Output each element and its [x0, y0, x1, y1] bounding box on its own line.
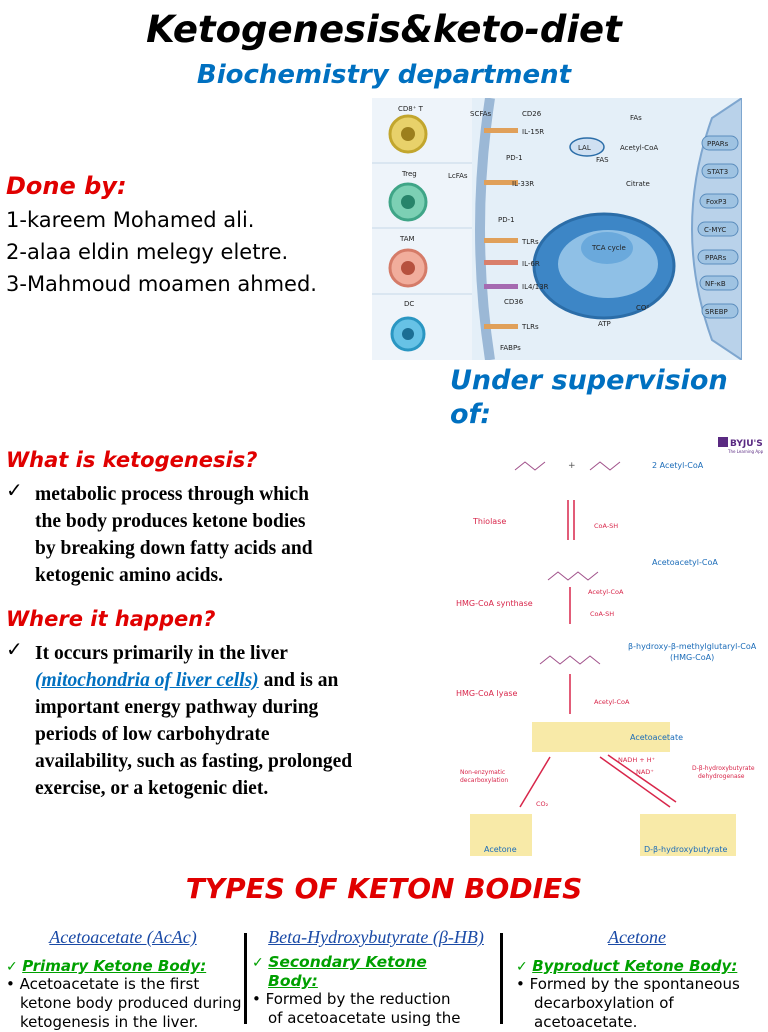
svg-text:PPARs: PPARs	[707, 140, 729, 148]
svg-text:ATP: ATP	[598, 320, 611, 328]
svg-text:CD8⁺ T: CD8⁺ T	[398, 105, 424, 113]
svg-text:FoxP3: FoxP3	[706, 198, 727, 206]
column-divider	[500, 933, 503, 1024]
svg-text:TAM: TAM	[399, 235, 415, 243]
col-acetoacetate-head: Acetoacetate (AcAc)	[49, 927, 197, 947]
page-title: Ketogenesis&keto-diet	[146, 8, 622, 51]
check-icon: ✓	[6, 478, 23, 502]
svg-text:PPARs: PPARs	[705, 254, 727, 262]
check-icon: ✓	[6, 637, 23, 661]
check-icon: ✓	[6, 959, 23, 975]
svg-text:decarboxylation: decarboxylation	[460, 777, 508, 784]
svg-text:D-β-hydroxybutyrate: D-β-hydroxybutyrate	[644, 845, 728, 854]
svg-text:CO₂: CO₂	[536, 800, 549, 808]
svg-text:TLRs: TLRs	[521, 323, 539, 331]
svg-text:FAS: FAS	[596, 156, 609, 164]
svg-text:CoA-SH: CoA-SH	[590, 610, 614, 618]
col-acetone-head: Acetone	[608, 927, 666, 947]
where-answer: It occurs primarily in the liver (mitoch…	[35, 643, 353, 799]
svg-text:PD-1: PD-1	[506, 154, 523, 162]
svg-text:CO²: CO²	[636, 304, 649, 312]
immune-cell-metabolism-figure: CD8⁺ T Treg TAM DC SCFAs LcFAs CD26 IL-1…	[372, 96, 743, 362]
svg-text:Acetoacetyl-CoA: Acetoacetyl-CoA	[652, 558, 718, 567]
column-divider	[244, 933, 247, 1024]
page-subtitle: Biochemistry department	[196, 60, 572, 90]
svg-text:CoA-SH: CoA-SH	[594, 522, 618, 530]
svg-text:NF-κB: NF-κB	[705, 280, 726, 288]
svg-text:LAL: LAL	[578, 144, 591, 152]
svg-text:β-hydroxy-β-methylglutaryl-CoA: β-hydroxy-β-methylglutaryl-CoA	[628, 642, 757, 651]
svg-text:Treg: Treg	[401, 170, 417, 178]
svg-text:Acetyl-CoA: Acetyl-CoA	[588, 588, 624, 596]
svg-text:IL-15R: IL-15R	[522, 128, 544, 136]
col-acetone: ✓ Byproduct Ketone Body: • Formed by the…	[516, 957, 740, 1031]
svg-text:Acetone: Acetone	[484, 845, 517, 854]
svg-text:NAD⁺: NAD⁺	[636, 768, 654, 776]
svg-text:FABPs: FABPs	[500, 344, 521, 352]
svg-text:IL-6R: IL-6R	[522, 260, 540, 268]
col-acetoacetate: ✓ Primary Ketone Body: • Acetoacetate is…	[6, 957, 242, 1031]
svg-text:C-MYC: C-MYC	[704, 226, 726, 234]
ketogenesis-pathway-diagram: BYJU'S The Learning App + 2 Acetyl-CoA A…	[440, 432, 768, 862]
svg-text:D-β-hydroxybutyrate: D-β-hydroxybutyrate	[692, 765, 755, 772]
check-icon: ✓	[252, 955, 269, 971]
member-3: 3-Mahmoud moamen ahmed.	[6, 272, 317, 296]
svg-text:2 Acetyl-CoA: 2 Acetyl-CoA	[652, 461, 704, 470]
done-by-label: Done by:	[6, 172, 127, 200]
svg-text:Acetoacetate: Acetoacetate	[630, 733, 683, 742]
svg-text:Non-enzymatic: Non-enzymatic	[460, 769, 505, 776]
svg-text:SCFAs: SCFAs	[470, 110, 492, 118]
svg-text:IL-33R: IL-33R	[512, 180, 534, 188]
col-bhb: ✓ Secondary Ketone Body: • Formed by the…	[252, 953, 461, 1027]
mitochondria-link[interactable]: (mitochondria of liver cells)	[35, 670, 259, 691]
svg-text:STAT3: STAT3	[707, 168, 728, 176]
svg-text:NADH + H⁺: NADH + H⁺	[618, 756, 655, 764]
svg-text:TLRs: TLRs	[521, 238, 539, 246]
svg-text:FAs: FAs	[630, 114, 642, 122]
svg-text:CD36: CD36	[504, 298, 524, 306]
what-question: What is ketogenesis?	[6, 448, 258, 472]
svg-text:Acetyl-CoA: Acetyl-CoA	[594, 698, 630, 706]
supervision-label: Under supervision of:	[450, 365, 728, 430]
svg-text:Citrate: Citrate	[626, 180, 650, 188]
svg-text:TCA cycle: TCA cycle	[591, 244, 626, 252]
where-question: Where it happen?	[6, 607, 216, 631]
svg-text:SREBP: SREBP	[705, 308, 728, 316]
svg-text:BYJU'S: BYJU'S	[730, 439, 763, 449]
col-bhb-head: Beta-Hydroxybutyrate (β-HB)	[268, 927, 484, 947]
types-title: TYPES OF KETON BODIES	[185, 872, 583, 905]
member-2: 2-alaa eldin melegy eletre.	[6, 240, 289, 264]
svg-text:DC: DC	[404, 300, 414, 308]
svg-text:Thiolase: Thiolase	[472, 517, 506, 526]
check-icon: ✓	[516, 959, 533, 975]
svg-text:(HMG-CoA): (HMG-CoA)	[670, 653, 714, 662]
svg-text:The Learning App: The Learning App	[727, 449, 764, 454]
svg-text:HMG-CoA synthase: HMG-CoA synthase	[456, 599, 533, 608]
what-answer: metabolic process through which the body…	[35, 484, 313, 586]
svg-text:+: +	[568, 461, 576, 471]
svg-text:PD-1: PD-1	[498, 216, 515, 224]
svg-text:HMG-CoA lyase: HMG-CoA lyase	[456, 689, 518, 698]
svg-text:dehydrogenase: dehydrogenase	[698, 773, 745, 780]
svg-text:CD26: CD26	[522, 110, 542, 118]
svg-text:LcFAs: LcFAs	[448, 172, 468, 180]
member-1: 1-kareem Mohamed ali.	[6, 208, 255, 232]
svg-text:IL4/13R: IL4/13R	[522, 283, 549, 291]
svg-text:Acetyl-CoA: Acetyl-CoA	[620, 144, 658, 152]
